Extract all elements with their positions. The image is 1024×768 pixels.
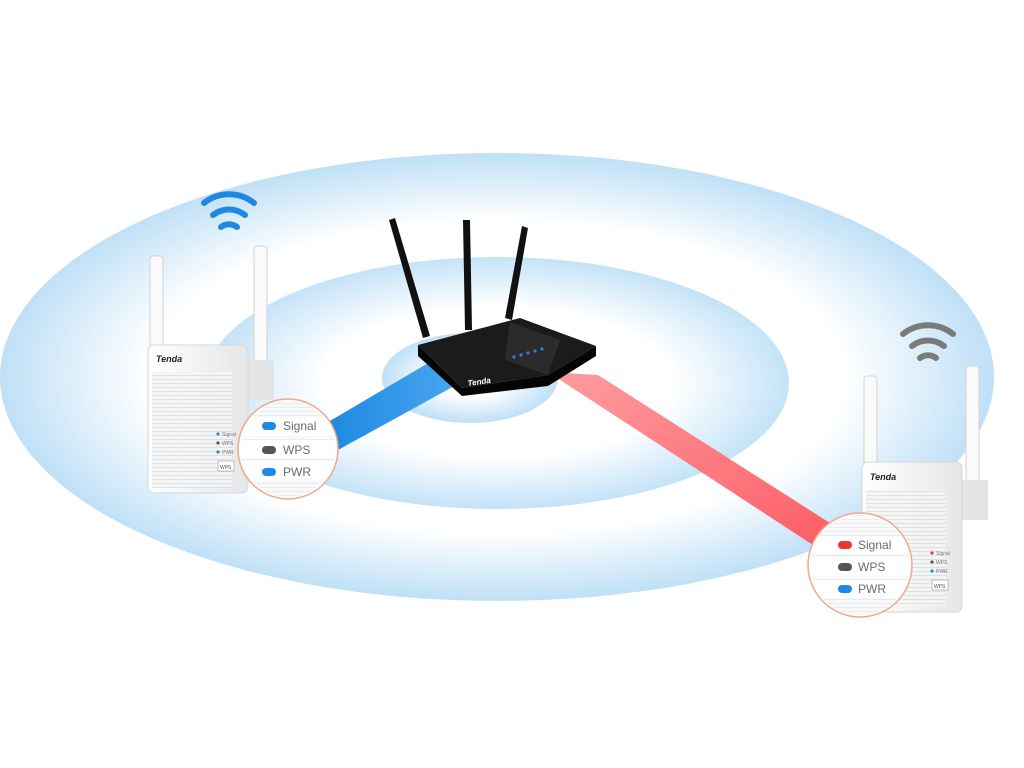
extender-left-callout: Signal WPS PWR bbox=[238, 399, 338, 499]
extender-right-antenna-right bbox=[966, 366, 979, 484]
callout-label: Signal bbox=[283, 419, 316, 433]
callout-label: Signal bbox=[858, 538, 891, 552]
extender-left-antenna-right bbox=[254, 246, 267, 364]
extender-right-device-wps-label: WPS bbox=[936, 560, 948, 566]
extender-left-device-wps-label: WPS bbox=[222, 441, 234, 447]
callout-label: PWR bbox=[858, 582, 886, 596]
callout-label: PWR bbox=[283, 465, 311, 479]
led-indicator bbox=[838, 563, 852, 571]
extender-left-device-pwr-label: PWR bbox=[222, 450, 234, 456]
extender-right-callout: Signal WPS PWR bbox=[808, 513, 912, 617]
led-indicator bbox=[262, 422, 276, 430]
extender-left-brand-logo: Tenda bbox=[156, 354, 182, 364]
extender-right-brand-logo: Tenda bbox=[870, 472, 896, 482]
extender-left-wps-button-label: WPS bbox=[220, 465, 232, 471]
extender-left-device-signal-label: Signal bbox=[222, 432, 236, 438]
extender-right-wps-button-label: WPS bbox=[934, 584, 946, 590]
led-indicator bbox=[838, 585, 852, 593]
led-indicator bbox=[262, 446, 276, 454]
led-indicator bbox=[838, 541, 852, 549]
extender-right-device-signal-label: Signal bbox=[936, 551, 950, 557]
led-indicator bbox=[262, 468, 276, 476]
callout-label: WPS bbox=[283, 443, 310, 457]
callout-label: WPS bbox=[858, 560, 885, 574]
extender-right-device-pwr-label: PWR bbox=[936, 569, 948, 575]
